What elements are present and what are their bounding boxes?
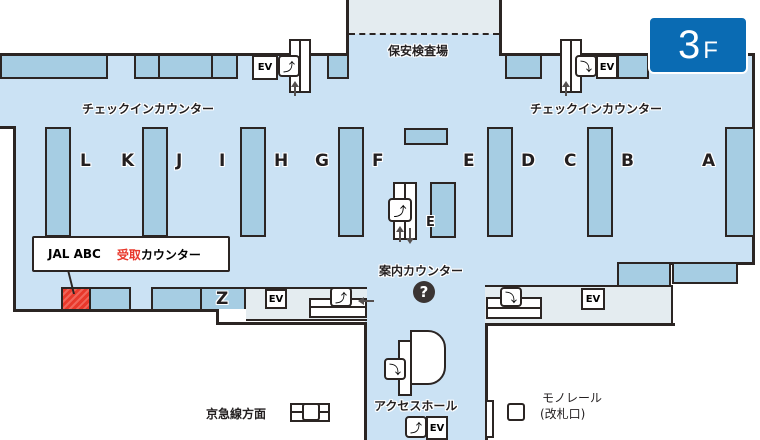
island-counter-E-small: [430, 182, 456, 238]
counter-label-F: F: [372, 151, 384, 171]
island-counter-CB: [587, 127, 613, 237]
counter-label-G: G: [315, 151, 329, 171]
counter-label-J: J: [176, 151, 183, 171]
island-counter-GF: [338, 127, 364, 237]
escalator-down-icon: ⤵: [500, 287, 522, 307]
counter-label-K: K: [121, 151, 135, 171]
escalator-step: [486, 307, 542, 319]
escalator-up-icon: ⤴: [405, 416, 427, 438]
island-counter-LK: [45, 127, 71, 237]
island-counter-A: [725, 127, 755, 237]
train-icon: [507, 403, 525, 421]
checkin-label-right: チェックインカウンター: [530, 102, 663, 116]
left-wall: [13, 126, 16, 312]
counter-label-I: I: [219, 151, 226, 171]
jal-abc-baggage-counter[interactable]: [61, 287, 91, 311]
monorail-label: モノレール: [542, 391, 603, 405]
counter-label-Z: Z: [216, 289, 229, 309]
elevator-icon: EV: [265, 289, 287, 309]
escalator-up-icon: ⤴: [278, 55, 300, 77]
counter-label-C: C: [564, 151, 577, 171]
floor-number: 3: [678, 23, 701, 67]
escalator-down-icon: ⤵: [384, 358, 406, 380]
callout-highlight: 受取: [116, 247, 141, 262]
callout-airline: JAL ABC: [48, 247, 101, 261]
left-wall-notch: [0, 126, 15, 316]
security-dashed-line: [349, 33, 499, 35]
train-icon: [302, 403, 320, 421]
counter-label-E-small: E: [426, 215, 435, 230]
top-counter: [327, 54, 349, 79]
escalator-shaft: [299, 39, 311, 93]
counter-label-H: H: [274, 151, 289, 171]
checkin-label-left: チェックインカウンター: [82, 102, 215, 116]
top-counter: [211, 54, 238, 79]
access-hall-label: アクセスホール: [374, 399, 458, 413]
arrow-up-icon: [562, 81, 570, 87]
island-counter-ED: [487, 127, 513, 237]
counter-block: [672, 262, 738, 284]
escalator-up-icon: ⤴: [388, 198, 412, 222]
top-counter: [617, 54, 649, 79]
escalator-step: [309, 306, 367, 318]
jal-abc-callout: JAL ABC 受取 カウンター: [32, 236, 230, 272]
security-area: [347, 34, 500, 64]
bottom-counter: [617, 262, 671, 287]
elevator-icon: EV: [252, 55, 278, 80]
left-wall-top: [0, 126, 15, 129]
right-wall-cut: [755, 55, 760, 265]
elevator-icon: EV: [426, 416, 448, 440]
island-counter-JI: [142, 127, 168, 237]
keikyu-direction-label: 京急線方面: [206, 407, 267, 421]
elevator-icon: EV: [581, 288, 605, 310]
arrow-left-icon: [358, 297, 364, 305]
info-counter-label: 案内カウンター: [379, 264, 464, 278]
arrow-up-icon: [396, 226, 404, 232]
arrow-down-icon: [406, 238, 414, 244]
escalator-down-icon: ⤵: [575, 55, 597, 77]
monorail-gate-label: (改札口): [540, 407, 586, 421]
escalator-up-icon: ⤴: [330, 287, 352, 307]
arrow-up-icon: [291, 81, 299, 87]
top-counter: [134, 54, 160, 79]
gate-bar: [485, 400, 494, 438]
access-hall-kiosk: [410, 330, 446, 385]
floor-suffix: F: [703, 37, 718, 64]
counter-label-A: A: [702, 151, 716, 171]
top-counter: [0, 54, 108, 79]
bottom-counter: [151, 287, 203, 311]
counter-label-B: B: [621, 151, 634, 171]
counter-label-D: D: [521, 151, 536, 171]
elevator-icon: EV: [596, 55, 618, 79]
island-counter-small: [404, 128, 448, 145]
top-counter: [505, 54, 542, 79]
security-label: 保安検査場: [388, 44, 449, 58]
callout-rest: カウンター: [140, 247, 201, 262]
floor-badge: 3 F: [648, 16, 748, 74]
counter-label-E: E: [463, 151, 475, 171]
info-question-icon[interactable]: ?: [413, 281, 435, 303]
island-counter-IH: [240, 127, 266, 237]
security-area-upper: [347, 0, 500, 34]
bottom-counter: [89, 287, 131, 311]
counter-label-L: L: [80, 151, 91, 171]
top-counter: [158, 54, 213, 79]
